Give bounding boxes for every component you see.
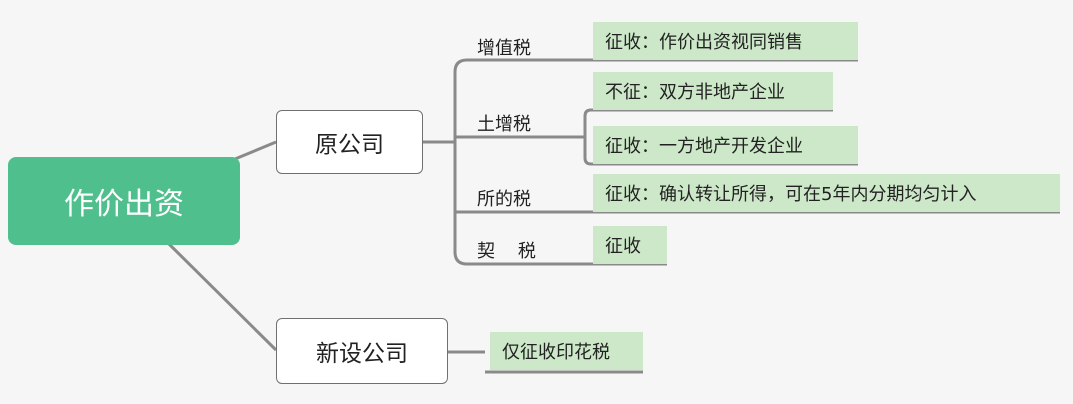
land-vat-exempt-leaf[interactable]: 不征：双方非地产企业 [593, 72, 833, 110]
stamp-duty-leaf[interactable]: 仅征收印花税 [490, 332, 643, 370]
new-company-label: 新设公司 [316, 341, 408, 367]
land-vat-levy-leaf[interactable]: 征收：一方地产开发企业 [593, 126, 858, 164]
original-company-node[interactable]: 原公司 [276, 110, 423, 174]
tax-deed-label[interactable]: 契 税 [477, 241, 536, 262]
income-tax-leaf[interactable]: 征收：确认转让所得，可在5年内分期均匀计入 [593, 174, 1060, 212]
root-label: 作价出资 [64, 187, 184, 222]
root-node[interactable]: 作价出资 [8, 157, 240, 245]
vat-leaf[interactable]: 征收：作价出资视同销售 [593, 22, 858, 60]
tax-vat-label[interactable]: 增值税 [477, 38, 531, 59]
tax-income-label[interactable]: 所的税 [477, 189, 531, 210]
new-company-node[interactable]: 新设公司 [276, 318, 448, 384]
original-company-label: 原公司 [315, 132, 384, 158]
deed-tax-leaf[interactable]: 征收 [593, 226, 667, 264]
tax-land-vat-label[interactable]: 土增税 [477, 114, 531, 135]
